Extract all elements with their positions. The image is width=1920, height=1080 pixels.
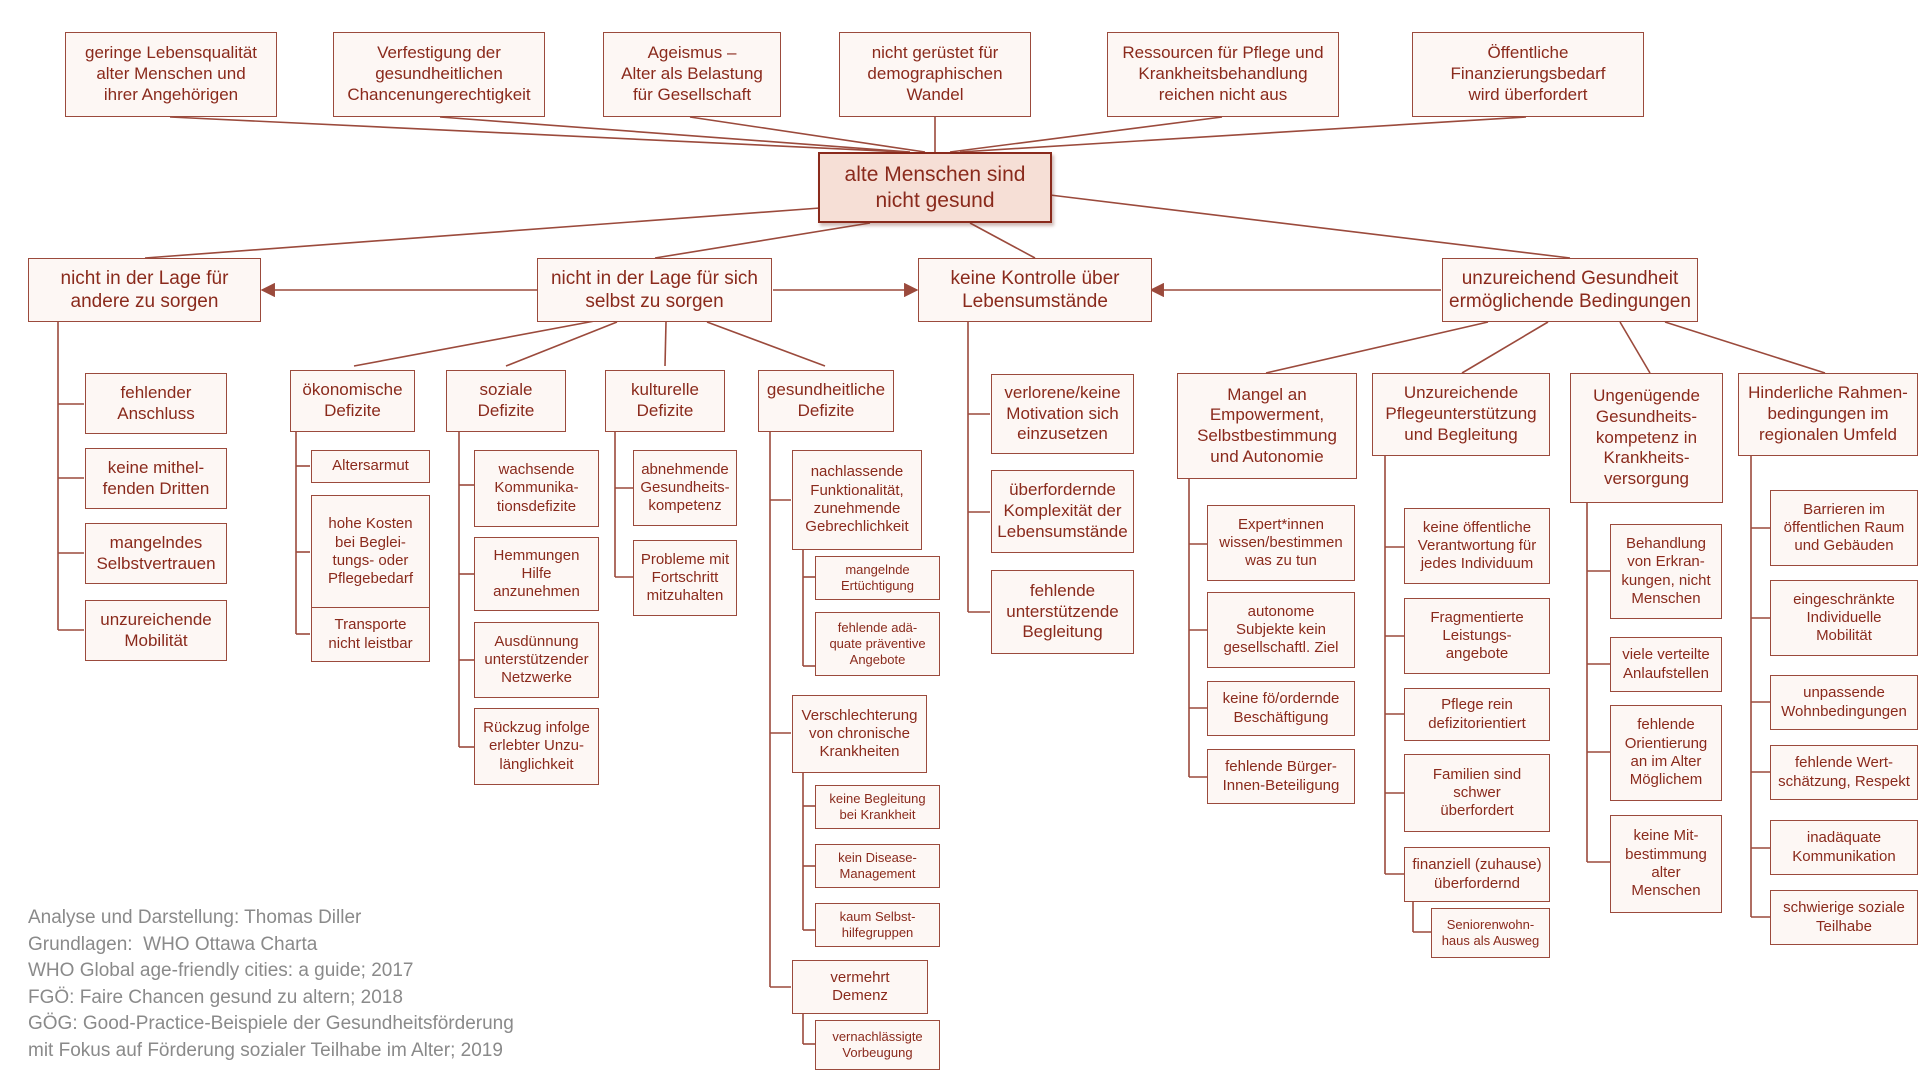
consequence-box: nicht gerüstet für demographischen Wande… bbox=[839, 32, 1031, 117]
kompetenz-item: fehlende Orientierung an im Alter Möglic… bbox=[1610, 705, 1722, 801]
consequence-box: Ageismus – Alter als Belastung für Gesel… bbox=[603, 32, 781, 117]
kulturell-item: abnehmende Gesundheits- kompetenz bbox=[633, 450, 737, 526]
credit-line: WHO Global age-friendly cities: a guide;… bbox=[28, 960, 414, 981]
pflege-item: Pflege rein defizitorientiert bbox=[1404, 688, 1550, 741]
c1-item: fehlender Anschluss bbox=[85, 373, 227, 434]
gesundheitlich-group: nachlassende Funktionalität, zunehmende … bbox=[792, 450, 922, 550]
cause-c2: nicht in der Lage für sich selbst zu sor… bbox=[537, 258, 772, 322]
kompetenz-item: Behandlung von Erkran- kungen, nicht Men… bbox=[1610, 524, 1722, 619]
c4-empowerment: Mangel an Empowerment, Selbstbestimmung … bbox=[1177, 373, 1357, 479]
empowerment-item: Expert*innen wissen/bestimmen was zu tun bbox=[1207, 505, 1355, 581]
c4-pflege: Unzureichende Pflegeunterstützung und Be… bbox=[1372, 373, 1550, 456]
c3-item: verlorene/keine Motivation sich einzuset… bbox=[991, 374, 1134, 454]
kompetenz-item: keine Mit- bestimmung alter Menschen bbox=[1610, 815, 1722, 913]
c2-sozial: soziale Defizite bbox=[446, 370, 566, 432]
oekonomisch-item: Transporte nicht leistbar bbox=[311, 607, 430, 662]
credit-line: mit Fokus auf Förderung sozialer Teilhab… bbox=[28, 1039, 503, 1061]
sozial-item: wachsende Kommunika- tionsdefizite bbox=[474, 450, 599, 527]
kompetenz-item: viele verteilte Anlaufstellen bbox=[1610, 637, 1722, 692]
rahmen-item: Barrieren im öffentlichen Raum und Gebäu… bbox=[1770, 490, 1918, 566]
rahmen-item: eingeschränkte Individuelle Mobilität bbox=[1770, 580, 1918, 656]
credit-line: GÖG: Good-Practice-Beispiele der Gesundh… bbox=[28, 1013, 514, 1034]
credit-line: Grundlagen: WHO Ottawa Charta bbox=[28, 933, 318, 955]
consequence-box: geringe Lebensqualität alter Menschen un… bbox=[65, 32, 277, 117]
sozial-item: Rückzug infolge erlebter Unzu- länglichk… bbox=[474, 708, 599, 785]
rahmen-item: schwierige soziale Teilhabe bbox=[1770, 890, 1918, 945]
c4-rahmen: Hinderliche Rahmen- bedingungen im regio… bbox=[1738, 373, 1918, 456]
gesundheitlich-subitem: vernachlässigte Vorbeugung bbox=[815, 1020, 940, 1070]
pflege-subitem: Seniorenwohn- haus als Ausweg bbox=[1431, 908, 1550, 958]
gesundheitlich-subitem: fehlende adä- quate präventive Angebote bbox=[815, 612, 940, 676]
c3-item: fehlende unterstützende Begleitung bbox=[991, 570, 1134, 654]
consequence-box: Öffentliche Finanzierungsbedarf wird übe… bbox=[1412, 32, 1644, 117]
c3-item: überfordernde Komplexität der Lebensumst… bbox=[991, 470, 1134, 553]
gesundheitlich-group: Verschlechterung von chronische Krankhei… bbox=[792, 695, 927, 773]
pflege-item: Fragmentierte Leistungs- angebote bbox=[1404, 598, 1550, 674]
sozial-item: Ausdünnung unterstützender Netzwerke bbox=[474, 622, 599, 698]
c1-item: mangelndes Selbstvertrauen bbox=[85, 523, 227, 584]
pflege-item: finanziell (zuhause) überfordernd bbox=[1404, 847, 1550, 902]
gesundheitlich-subitem: kaum Selbst- hilfegruppen bbox=[815, 903, 940, 947]
oekonomisch-item: hohe Kosten bei Beglei- tungs- oder Pfle… bbox=[311, 495, 430, 609]
gesundheitlich-subitem: kein Disease- Management bbox=[815, 844, 940, 888]
empowerment-item: fehlende Bürger- Innen-Beteiligung bbox=[1207, 749, 1355, 804]
credit-line: Analyse und Darstellung: Thomas Diller bbox=[28, 907, 362, 928]
cause-c4: unzureichend Gesundheit ermöglichende Be… bbox=[1442, 258, 1698, 322]
c4-kompetenz: Ungenügende Gesundheits- kompetenz in Kr… bbox=[1570, 373, 1723, 503]
pflege-item: Familien sind schwer überfordert bbox=[1404, 754, 1550, 832]
c2-oekonomisch: ökonomische Defizite bbox=[290, 370, 415, 432]
empowerment-item: keine fö/ordernde Beschäftigung bbox=[1207, 681, 1355, 736]
consequence-box: Verfestigung der gesundheitlichen Chance… bbox=[333, 32, 545, 117]
rahmen-item: unpassende Wohnbedingungen bbox=[1770, 675, 1918, 730]
kulturell-item: Probleme mit Fortschritt mitzuhalten bbox=[633, 540, 737, 616]
cause-c3: keine Kontrolle über Lebensumstände bbox=[918, 258, 1152, 322]
cause-c1: nicht in der Lage für andere zu sorgen bbox=[28, 258, 261, 322]
pflege-item: keine öffentliche Verantwortung für jede… bbox=[1404, 508, 1550, 584]
c1-item: keine mithel- fenden Dritten bbox=[85, 448, 227, 509]
c2-kulturell: kulturelle Defizite bbox=[605, 370, 725, 432]
gesundheitlich-subitem: mangelnde Ertüchtigung bbox=[815, 556, 940, 600]
consequence-box: Ressourcen für Pflege und Krankheitsbeha… bbox=[1107, 32, 1339, 117]
credits: Analyse und Darstellung: Thomas Diller G… bbox=[28, 905, 514, 1064]
gesundheitlich-subitem: keine Begleitung bei Krankheit bbox=[815, 785, 940, 829]
credit-line: FGÖ: Faire Chancen gesund zu altern; 201… bbox=[28, 986, 403, 1008]
core-problem: alte Menschen sind nicht gesund bbox=[818, 152, 1052, 223]
rahmen-item: fehlende Wert- schätzung, Respekt bbox=[1770, 745, 1918, 800]
sozial-item: Hemmungen Hilfe anzunehmen bbox=[474, 537, 599, 611]
gesundheitlich-group: vermehrt Demenz bbox=[792, 960, 928, 1014]
empowerment-item: autonome Subjekte kein gesellschaftl. Zi… bbox=[1207, 592, 1355, 668]
c1-item: unzureichende Mobilität bbox=[85, 600, 227, 661]
c2-gesundheitlich: gesundheitliche Defizite bbox=[758, 370, 894, 432]
oekonomisch-item: Altersarmut bbox=[311, 450, 430, 483]
rahmen-item: inadäquate Kommunikation bbox=[1770, 820, 1918, 875]
